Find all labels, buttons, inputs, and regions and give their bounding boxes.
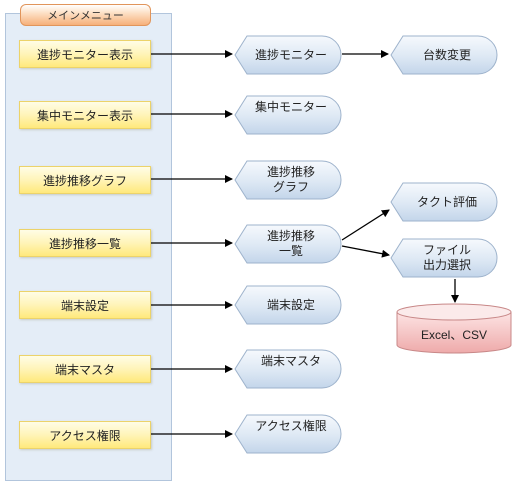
- screen-terminal-master-label: 端末マスタ: [260, 354, 321, 368]
- menu-item-terminal-master[interactable]: 端末マスタ: [19, 355, 151, 383]
- excel-csv-output: Excel、CSV: [395, 303, 513, 355]
- screen-tact-evaluation[interactable]: タクト評価: [390, 182, 498, 222]
- screen-machine-count-change-label: 台数変更: [422, 47, 471, 62]
- screen-progress-monitor-label: 進捗モニター: [254, 47, 327, 62]
- screen-progress-graph-label: 進捗推移 グラフ: [266, 165, 315, 194]
- screen-progress-list[interactable]: 進捗推移 一覧: [234, 224, 342, 264]
- screen-terminal-master-shape: [234, 349, 342, 389]
- screen-terminal-master[interactable]: 端末マスタ: [234, 349, 342, 389]
- menu-item-progress-graph[interactable]: 進捗推移グラフ: [19, 166, 151, 194]
- excel-csv-label: Excel、CSV: [420, 327, 488, 342]
- screen-machine-count-change[interactable]: 台数変更: [390, 35, 498, 75]
- screen-progress-graph-shape: [234, 160, 342, 200]
- screen-central-monitor-label: 集中モニター: [254, 100, 327, 114]
- arrow-progress-list-to-tact-evaluation: [341, 209, 390, 241]
- screen-progress-graph[interactable]: 進捗推移 グラフ: [234, 160, 342, 200]
- screen-terminal-settings-shape: [234, 285, 342, 325]
- menu-item-central-monitor[interactable]: 集中モニター表示: [19, 101, 151, 129]
- screen-central-monitor[interactable]: 集中モニター: [234, 95, 342, 135]
- screen-progress-monitor-shape: [234, 35, 342, 75]
- screen-file-output-select[interactable]: ファイル 出力選択: [390, 238, 498, 278]
- menu-item-progress-monitor[interactable]: 進捗モニター表示: [19, 40, 151, 68]
- screen-progress-list-shape: [234, 224, 342, 264]
- screen-access-rights[interactable]: アクセス権限: [234, 414, 342, 454]
- screen-progress-list-label: 進捗推移 一覧: [266, 229, 315, 258]
- menu-item-progress-list[interactable]: 進捗推移一覧: [19, 229, 151, 257]
- screen-progress-monitor[interactable]: 進捗モニター: [234, 35, 342, 75]
- arrow-progress-list-to-file-output: [341, 245, 390, 258]
- database-cylinder-icon: [396, 303, 512, 354]
- screen-file-output-select-label: ファイル 出力選択: [422, 243, 471, 272]
- screen-terminal-settings-label: 端末設定: [266, 297, 315, 312]
- menu-item-terminal-settings[interactable]: 端末設定: [19, 291, 151, 319]
- main-menu-title: メインメニュー: [20, 4, 151, 26]
- screen-access-rights-label: アクセス権限: [255, 419, 327, 433]
- screen-machine-count-change-shape: [390, 35, 498, 75]
- screen-tact-evaluation-label: タクト評価: [416, 194, 477, 209]
- screen-tact-evaluation-shape: [390, 182, 498, 222]
- screen-terminal-settings[interactable]: 端末設定: [234, 285, 342, 325]
- screen-file-output-select-shape: [390, 238, 498, 278]
- menu-item-access-rights[interactable]: アクセス権限: [19, 421, 151, 449]
- screen-central-monitor-shape: [234, 95, 342, 135]
- screen-access-rights-shape: [234, 414, 342, 454]
